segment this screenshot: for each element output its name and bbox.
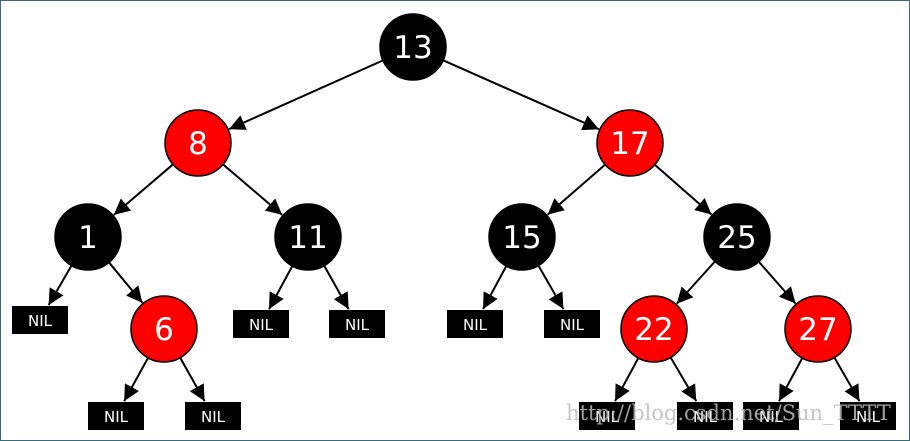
tree-node-27: 27 <box>784 295 852 363</box>
edge-n11-nil2 <box>268 265 294 310</box>
nil-box <box>12 306 68 334</box>
nil-box <box>233 310 289 338</box>
node-circle-black <box>54 203 122 271</box>
edge-n1-nil1 <box>47 265 73 306</box>
node-label: 1 <box>78 220 98 256</box>
nil-leaf: NIL <box>677 402 733 430</box>
nil-box <box>544 310 600 338</box>
nil-leaf: NIL <box>329 310 385 338</box>
nil-box <box>185 402 241 430</box>
edge-n25-n22 <box>676 260 716 305</box>
nil-leaf: NIL <box>12 306 68 334</box>
nil-box <box>88 402 144 430</box>
node-circle-red <box>596 109 664 177</box>
tree-node-13: 13 <box>379 13 447 81</box>
node-circle-red <box>620 295 688 363</box>
nil-label: NIL <box>249 316 274 334</box>
nil-box <box>677 402 733 430</box>
edge-n22-nil9 <box>669 356 698 402</box>
nil-label: NIL <box>201 408 226 426</box>
tree-node-11: 11 <box>274 203 342 271</box>
node-label: 13 <box>393 30 432 66</box>
nil-leaf: NIL <box>233 310 289 338</box>
nil-leaves-layer: NIL NIL NIL NIL NIL NIL NIL NIL NIL NIL NIL <box>12 306 896 430</box>
tree-node-8: 8 <box>164 109 232 177</box>
node-label: 27 <box>798 312 837 348</box>
nil-label: NIL <box>28 312 53 330</box>
node-label: 8 <box>188 126 208 162</box>
nil-box <box>329 310 385 338</box>
edge-n1-n6 <box>108 261 144 304</box>
edge-n13-n17 <box>442 59 600 131</box>
edge-n8-n11 <box>222 163 283 216</box>
edge-n6-nil6 <box>123 357 149 402</box>
nil-leaf: NIL <box>579 402 635 430</box>
node-label: 6 <box>154 312 174 348</box>
tree-node-1: 1 <box>54 203 122 271</box>
tree-node-22: 22 <box>620 295 688 363</box>
tree-node-25: 25 <box>703 203 771 271</box>
nil-leaf: NIL <box>185 402 241 430</box>
node-label: 15 <box>502 220 541 256</box>
edges-layer <box>47 59 861 402</box>
nil-leaf: NIL <box>840 402 896 430</box>
edge-n25-n27 <box>758 261 797 305</box>
edge-n15-nil4 <box>482 265 508 310</box>
watermark-text: http://blog.csdn.net/Sun_TTTT <box>566 401 891 425</box>
nil-leaf: NIL <box>447 310 503 338</box>
node-circle-red <box>164 109 232 177</box>
nil-label: NIL <box>463 316 488 334</box>
nil-label: NIL <box>104 408 129 426</box>
nil-box <box>840 402 896 430</box>
nil-box <box>579 402 635 430</box>
edge-n15-nil5 <box>537 265 565 310</box>
nil-label: NIL <box>560 316 585 334</box>
edge-n17-n15 <box>546 163 606 216</box>
tree-node-15: 15 <box>488 203 556 271</box>
node-circle-black <box>379 13 447 81</box>
node-circle-black <box>488 203 556 271</box>
edge-n22-nil8 <box>614 357 640 402</box>
tree-node-6: 6 <box>130 295 198 363</box>
node-label: 25 <box>717 220 756 256</box>
node-circle-black <box>274 203 342 271</box>
node-circle-black <box>703 203 771 271</box>
node-label: 22 <box>634 312 673 348</box>
nil-leaf: NIL <box>544 310 600 338</box>
edge-n17-n25 <box>654 164 713 216</box>
nil-label: NIL <box>759 408 784 426</box>
nil-label: NIL <box>345 316 370 334</box>
node-circle-red <box>130 295 198 363</box>
edge-n11-nil3 <box>323 265 350 310</box>
nil-box <box>447 310 503 338</box>
nil-label: NIL <box>595 408 620 426</box>
nil-box <box>743 402 799 430</box>
edge-n27-nil10 <box>778 357 804 402</box>
node-circle-red <box>784 295 852 363</box>
edge-n13-n8 <box>228 59 384 131</box>
tree-node-17: 17 <box>596 109 664 177</box>
node-label: 17 <box>610 126 649 162</box>
edge-n6-nil7 <box>179 357 206 402</box>
nil-label: NIL <box>856 408 881 426</box>
nil-label: NIL <box>693 408 718 426</box>
edge-n8-n1 <box>113 163 174 216</box>
node-label: 11 <box>288 220 327 256</box>
nil-leaf: NIL <box>88 402 144 430</box>
nil-leaf: NIL <box>743 402 799 430</box>
edge-n27-nil11 <box>833 357 861 402</box>
